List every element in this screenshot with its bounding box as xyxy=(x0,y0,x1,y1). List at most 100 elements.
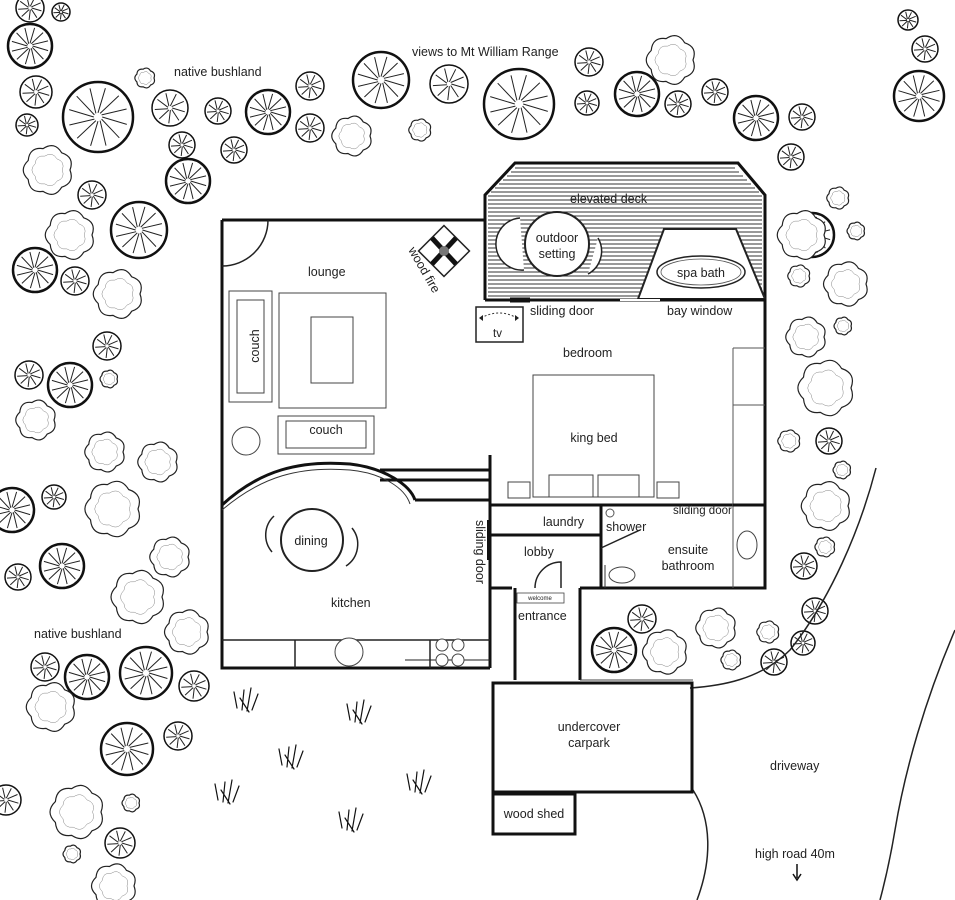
shrub-icon xyxy=(49,784,103,840)
shrub-icon xyxy=(695,607,736,649)
tree-icon xyxy=(0,486,36,534)
tree-icon xyxy=(627,604,657,634)
tree-icon xyxy=(701,78,729,106)
shrub-icon xyxy=(134,67,156,89)
tree-icon xyxy=(46,361,94,409)
tree-icon xyxy=(790,552,818,580)
label-sliding-door-left: sliding door xyxy=(473,520,487,584)
grass-tuft-icon xyxy=(214,779,240,805)
shrub-icon xyxy=(137,441,178,483)
tree-icon xyxy=(19,75,53,109)
shrub-icon xyxy=(92,269,142,319)
tree-icon xyxy=(30,652,60,682)
label-native-bushland-top: native bushland xyxy=(174,65,262,79)
tree-icon xyxy=(104,827,136,859)
label-entrance: entrance xyxy=(518,609,567,623)
shrub-icon xyxy=(90,863,136,900)
shrub-icon xyxy=(15,399,56,441)
label-sliding-door-top: sliding door xyxy=(530,304,594,318)
tree-icon xyxy=(892,69,946,123)
label-king-bed: king bed xyxy=(570,431,617,445)
shrub-icon xyxy=(814,536,836,558)
label-tv: tv xyxy=(493,328,502,340)
carpark-structure xyxy=(491,592,694,836)
tree-icon xyxy=(815,427,843,455)
tree-icon xyxy=(118,645,174,701)
shrub-icon xyxy=(777,429,801,453)
label-high-road: high road 40m xyxy=(755,847,835,861)
grass-tuft-icon xyxy=(406,769,432,795)
tree-icon xyxy=(590,626,638,674)
shrub-icon xyxy=(800,481,850,531)
kitchen-fittings xyxy=(334,637,465,667)
shrub-icon xyxy=(99,369,119,389)
tree-icon xyxy=(38,542,86,590)
door-swings xyxy=(221,219,641,589)
tree-icon xyxy=(911,35,939,63)
shrub-icon xyxy=(22,145,72,195)
tree-icon xyxy=(51,2,71,22)
tree-icon xyxy=(77,180,107,210)
tree-icon xyxy=(14,360,44,390)
shrub-icon xyxy=(44,210,94,260)
label-shower: shower xyxy=(606,520,646,534)
shrub-icon xyxy=(121,793,141,813)
tree-icon xyxy=(109,200,169,260)
tree-icon xyxy=(168,131,196,159)
tree-icon xyxy=(351,50,411,110)
shrub-icon xyxy=(110,569,164,625)
tree-icon xyxy=(15,0,45,23)
label-driveway: driveway xyxy=(770,759,820,773)
shrub-icon xyxy=(826,186,850,210)
grass-tuft-icon xyxy=(278,744,304,770)
tree-canopy-group xyxy=(0,0,946,859)
grass-tuft-group xyxy=(214,687,432,833)
tree-icon xyxy=(295,71,325,101)
tree-icon xyxy=(41,484,67,510)
shrub-icon xyxy=(832,460,852,480)
shrub-icon xyxy=(84,480,141,538)
tree-icon xyxy=(790,630,816,656)
label-bedroom: bedroom xyxy=(563,346,612,360)
tree-icon xyxy=(295,113,325,143)
label-carpark: carpark xyxy=(568,736,610,750)
label-setting: setting xyxy=(539,247,576,261)
tree-icon xyxy=(4,563,32,591)
tree-icon xyxy=(151,89,189,127)
shrub-icon xyxy=(408,118,432,142)
shrub-icon xyxy=(797,359,854,417)
shrub-icon xyxy=(846,221,866,241)
tree-icon xyxy=(613,70,661,118)
shrub-icon xyxy=(833,316,853,336)
elevated-deck xyxy=(483,161,767,300)
label-kitchen: kitchen xyxy=(331,596,371,610)
tree-icon xyxy=(178,670,210,702)
label-lobby: lobby xyxy=(524,545,555,559)
label-wood-shed: wood shed xyxy=(503,807,565,821)
label-undercover: undercover xyxy=(558,720,621,734)
tree-icon xyxy=(760,648,788,676)
tree-icon xyxy=(574,90,600,116)
label-sliding-door-right: sliding door xyxy=(673,505,732,517)
shrub-icon xyxy=(641,629,687,675)
label-laundry: laundry xyxy=(543,515,585,529)
shrub-icon xyxy=(84,431,125,473)
tree-icon xyxy=(60,266,90,296)
spa-bath xyxy=(636,228,767,300)
shrub-group xyxy=(15,35,868,900)
shrub-icon xyxy=(62,844,82,864)
wood-fire-icon xyxy=(417,224,471,278)
shrub-icon xyxy=(787,264,811,288)
driveway-lines xyxy=(689,467,955,900)
shrub-icon xyxy=(645,35,695,85)
label-welcome: welcome xyxy=(527,596,552,602)
tree-icon xyxy=(63,653,111,701)
shrub-icon xyxy=(756,620,780,644)
shrub-icon xyxy=(785,316,826,358)
label-outdoor: outdoor xyxy=(536,231,578,245)
tree-icon xyxy=(664,90,692,118)
tree-icon xyxy=(732,94,780,142)
label-couch-horizontal: couch xyxy=(309,423,342,437)
shrub-icon xyxy=(163,609,209,655)
label-views: views to Mt William Range xyxy=(412,45,559,59)
